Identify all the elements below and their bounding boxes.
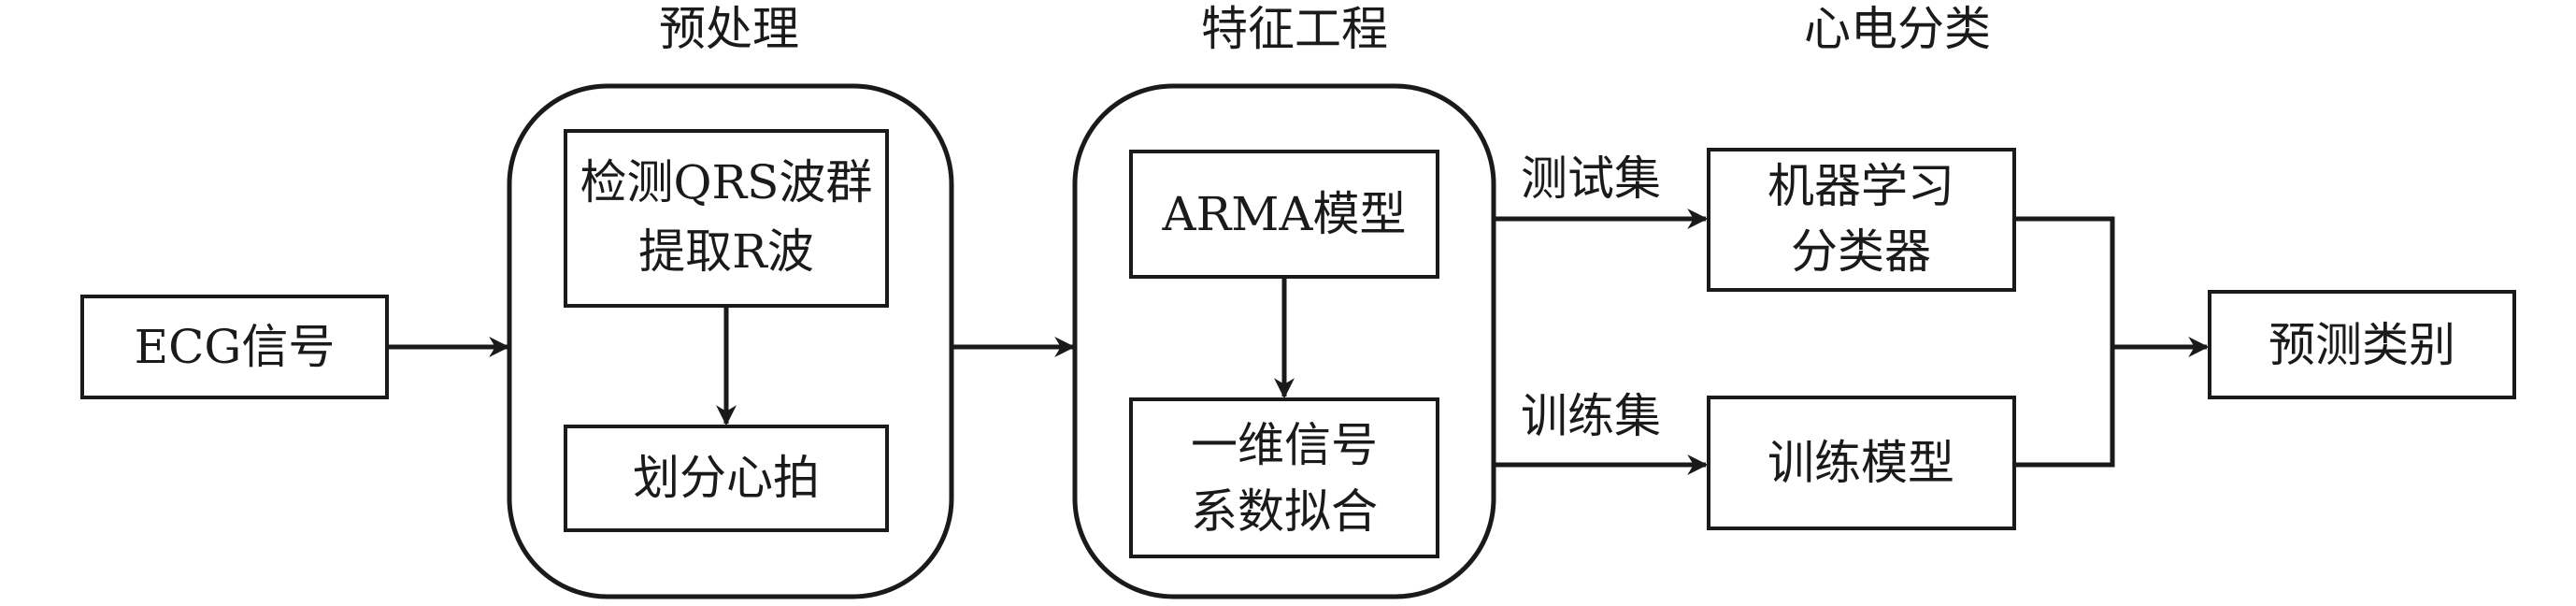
node-qrs-detect: 检测QRS波群 提取R波 xyxy=(564,129,889,308)
svg-text:ECG信号: ECG信号 xyxy=(135,320,336,374)
node-ecg-signal: ECG信号 xyxy=(80,295,389,399)
stage-header-ecg-classification: 心电分类 xyxy=(1804,2,1991,56)
stage-header-preprocessing: 预处理 xyxy=(659,2,799,56)
stage-header-feature-engineering: 特征工程 xyxy=(1201,2,1388,56)
node-ml-classifier: 机器学习 分类器 xyxy=(1707,148,2016,292)
node-train-model: 训练模型 xyxy=(1707,396,2016,530)
node-signal-fit: 一维信号 系数拟合 xyxy=(1129,397,1439,558)
svg-text:一维信号: 一维信号 xyxy=(1191,418,1378,472)
svg-text:ARMA模型: ARMA模型 xyxy=(1161,187,1406,241)
node-predict-class: 预测类别 xyxy=(2208,290,2516,399)
edge-label-train-set: 训练集 xyxy=(1521,389,1661,443)
edge-label-test-set: 测试集 xyxy=(1521,152,1661,206)
svg-text:分类器: 分类器 xyxy=(1791,224,1931,279)
svg-text:检测QRS波群: 检测QRS波群 xyxy=(580,155,873,209)
svg-text:预测类别: 预测类别 xyxy=(2268,318,2455,372)
connector-classifier-merge xyxy=(2014,216,2115,468)
node-arma-model: ARMA模型 xyxy=(1129,150,1439,279)
svg-text:机器学习: 机器学习 xyxy=(1767,159,1954,213)
svg-text:系数拟合: 系数拟合 xyxy=(1191,484,1378,539)
node-beat-segment: 划分心拍 xyxy=(564,425,889,532)
svg-text:划分心拍: 划分心拍 xyxy=(633,451,820,505)
svg-text:提取R波: 提取R波 xyxy=(638,224,814,279)
svg-text:训练模型: 训练模型 xyxy=(1767,436,1954,490)
